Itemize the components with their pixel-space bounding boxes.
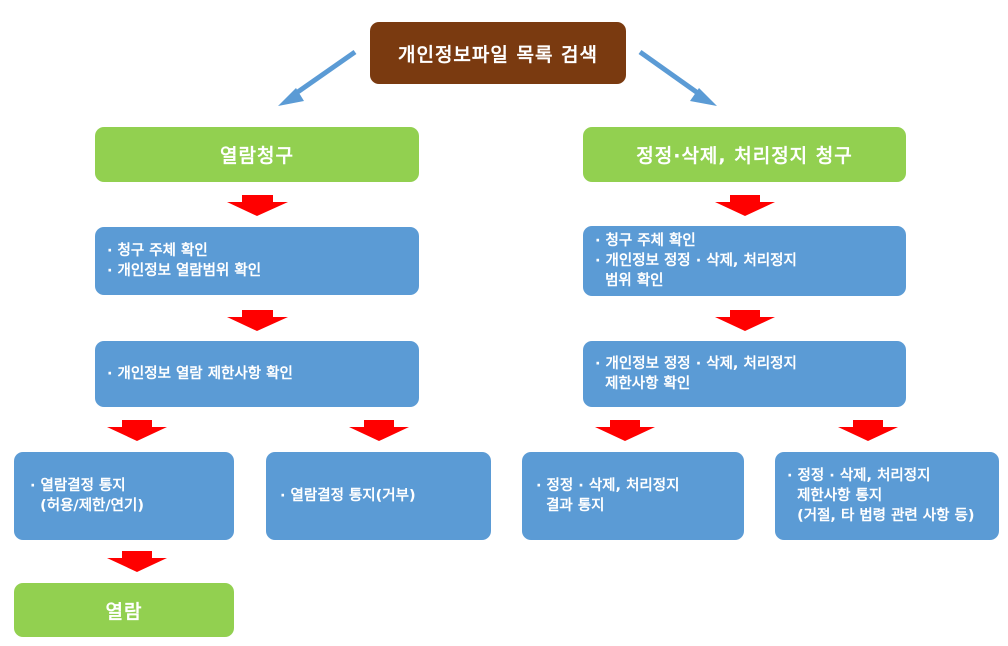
search-file-list-label: 개인정보파일 목록 검색 [397,43,599,66]
left-result-b-box: · 열람결정 통지(거부) [266,452,491,540]
right-result-b-box: · 정정 · 삭제, 처리정지 제한사항 통지 (거절, 타 법령 관련 사항 … [775,452,999,540]
blue-arrow-left [278,49,357,106]
right-step1-box: · 청구 주체 확인 · 개인정보 정정 · 삭제, 처리정지 범위 확인 [583,226,906,296]
search-file-list-box: 개인정보파일 목록 검색 [370,22,626,84]
left-result-a-box: · 열람결정 통지 (허용/제한/연기) [14,452,234,540]
access-final-label: 열람 [105,600,143,623]
access-request-label: 열람청구 [220,145,294,167]
right-step1-line: · 청구 주체 확인 [595,233,696,249]
access-request-header: 열람청구 [95,127,419,182]
left-result-b-line: · 열람결정 통지(거부) [280,488,416,504]
red-down-arrow [227,195,288,216]
right-result-a-line: 결과 통지 [536,498,605,514]
left-result-a-line: (허용/제한/연기) [30,498,144,514]
correction-request-header: 정정·삭제, 처리정지 청구 [583,127,906,182]
right-result-b-line: 제한사항 통지 [787,488,883,504]
red-down-arrow [715,310,775,331]
right-result-b-line: · 정정 · 삭제, 처리정지 [787,468,931,484]
left-step2-box: · 개인정보 열람 제한사항 확인 [95,341,419,407]
red-down-arrow [227,310,288,331]
left-step1-line: · 청구 주체 확인 [107,243,208,259]
right-result-a-box: · 정정 · 삭제, 처리정지 결과 통지 [522,452,744,540]
red-down-arrow [715,195,775,216]
red-down-arrow [595,420,655,441]
right-result-a-line: · 정정 · 삭제, 처리정지 [536,478,680,494]
right-step2-line: · 개인정보 정정 · 삭제, 처리정지 [595,356,797,372]
right-step1-line: · 개인정보 정정 · 삭제, 처리정지 [595,253,797,269]
red-down-arrow [838,420,898,441]
right-step2-box: · 개인정보 정정 · 삭제, 처리정지 제한사항 확인 [583,341,906,407]
right-step1-line: 범위 확인 [595,273,664,289]
left-step2-line: · 개인정보 열람 제한사항 확인 [107,366,293,382]
correction-request-label: 정정·삭제, 처리정지 청구 [636,145,853,167]
red-down-arrow [349,420,409,441]
right-step2-line: 제한사항 확인 [595,376,691,392]
red-down-arrow [107,420,167,441]
access-final-box: 열람 [14,583,234,637]
left-step1-line: · 개인정보 열람범위 확인 [107,263,262,279]
left-step1-box: · 청구 주체 확인 · 개인정보 열람범위 확인 [95,227,419,295]
right-result-b-line: (거절, 타 법령 관련 사항 등) [787,508,975,524]
blue-arrow-right [638,49,717,106]
left-result-a-line: · 열람결정 통지 [30,478,126,494]
red-down-arrow [107,551,167,572]
